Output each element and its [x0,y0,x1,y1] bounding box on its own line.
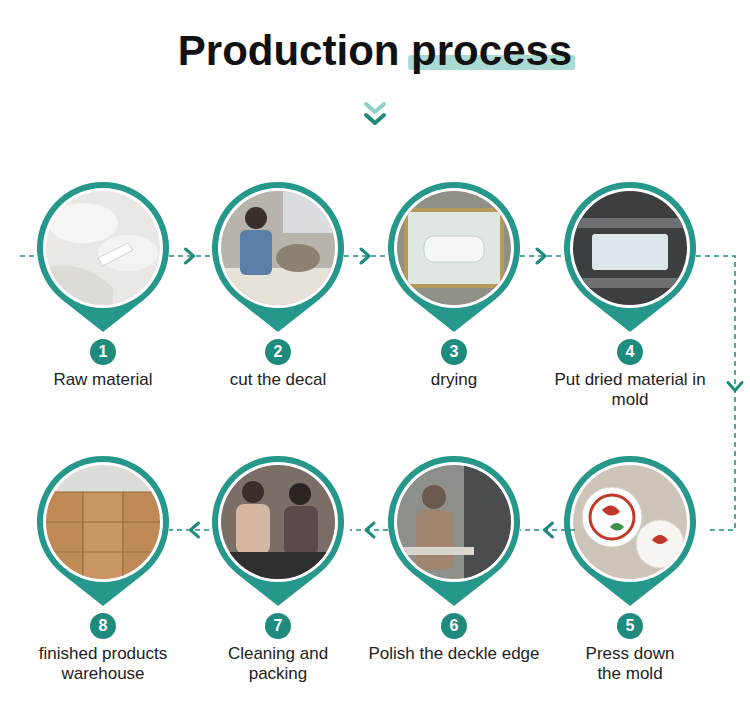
step-label: finished products warehouse [28,644,178,684]
connector-line [169,529,218,531]
connector-line [344,255,388,257]
step-number: 3 [441,339,467,365]
pin-shape [575,456,707,606]
pin-shape [212,182,344,332]
pin-shape [388,456,520,606]
photo-pin [212,456,344,606]
connector-line [520,529,575,531]
photo-pin [564,456,696,606]
arrow-chevron [545,523,553,537]
process-step: 2 cut the decal [198,182,358,390]
step-number: 7 [265,613,291,639]
flow-connector [344,249,388,263]
flow-connector [520,523,575,537]
process-step: 6Polish the deckle edge [354,456,554,664]
process-step: 7Cleaning and packing [218,456,338,684]
photo-pin [37,182,169,332]
flow-connector [169,523,218,537]
step-number: 4 [617,339,643,365]
pin-shape [564,182,696,332]
photo-pin [388,182,520,332]
step-number: 2 [265,339,291,365]
arrow-chevron [537,249,545,263]
photo-pin [212,182,344,332]
step-number: 6 [441,613,467,639]
step-number: 8 [90,613,116,639]
flow-connector [169,249,212,263]
connector-line [520,255,564,257]
photo-pin [37,456,169,606]
photo-pin [388,456,520,606]
flow-connector [520,249,564,263]
process-step: 8 finished products warehouse [28,456,178,684]
step-number: 1 [90,339,116,365]
title-text: Production process [178,27,572,74]
step-label: Press down the mold [575,644,685,684]
process-step: 4Put dried material in mold [548,182,712,410]
photo-pin [564,182,696,332]
connector-line [696,256,735,530]
step-label: cut the decal [198,370,358,390]
step-label: Raw material [23,370,183,390]
step-label: Cleaning and packing [218,644,338,684]
process-step: 5Press down the mold [575,456,685,684]
diagram-title: Production process [0,26,750,76]
connector-line [350,529,388,531]
arrow-chevron [186,249,194,263]
pin-shape [37,182,169,332]
arrow-chevron [191,523,199,537]
step-number: 5 [617,613,643,639]
arrow-chevron [366,523,374,537]
title-chevron [366,104,384,123]
process-step: 1Raw material [23,182,183,390]
step-label: drying [374,370,534,390]
step-label: Polish the deckle edge [354,644,554,664]
flow-connector [696,256,742,530]
connector-line [169,255,212,257]
lead-in-line [20,255,36,257]
process-step: 3 drying [374,182,534,390]
step-label: Put dried material in mold [548,370,712,410]
pin-shape [37,456,169,606]
arrow-chevron [728,383,742,391]
flow-connector [350,523,388,537]
arrow-chevron [361,249,369,263]
pin-shape [388,182,520,332]
pin-shape [218,456,350,606]
